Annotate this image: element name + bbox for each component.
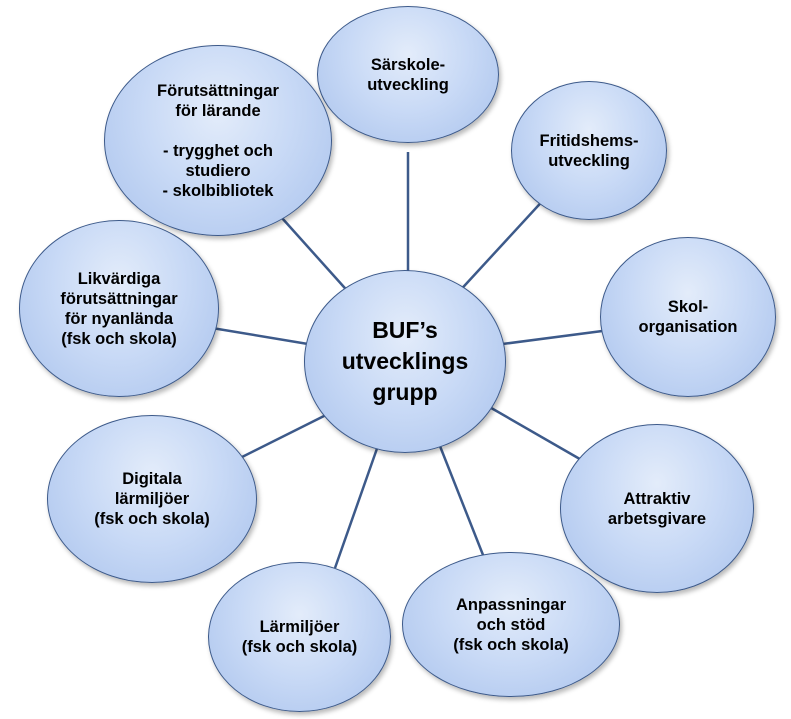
node-label-anpassningar: Anpassningar och stöd (fsk och skola) [453,595,569,654]
node-likvardiga: Likvärdiga förutsättningar för nyanlända… [19,220,219,397]
connector-larmiljoer [333,439,382,569]
center-node: BUF’s utvecklings grupp [304,270,506,453]
node-label-larmiljoer: Lärmiljöer (fsk och skola) [241,618,358,656]
node-larmiljoer: Lärmiljöer (fsk och skola) [208,562,391,712]
node-label-attraktiv: Attraktiv arbetsgivare [607,489,707,528]
node-fritidshem: Fritidshems- utveckling [511,81,667,220]
node-label-fritidshem: Fritidshems- utveckling [539,131,639,170]
node-label-likvardiga: Likvärdiga förutsättningar för nyanlända… [60,269,178,348]
connector-skolorganisation [494,328,611,347]
connector-attraktiv [485,403,586,464]
node-skolorganisation: Skol- organisation [600,237,776,397]
node-label-sarskole: Särskole- utveckling [367,55,449,94]
node-label-digitala: Digitala lärmiljöer (fsk och skola) [94,470,210,528]
connector-digitala [231,410,333,464]
node-label-skolorganisation: Skol- organisation [638,298,738,336]
connector-likvardiga [211,326,321,348]
center-node-label: BUF’s utvecklings grupp [341,317,469,405]
node-anpassningar: Anpassningar och stöd (fsk och skola) [402,552,620,697]
node-label-forutsattningar: Förutsättningar för lärande - trygghet o… [157,81,279,200]
connector-fritidshem [454,194,549,297]
node-sarskole: Särskole- utveckling [317,6,499,143]
node-digitala: Digitala lärmiljöer (fsk och skola) [47,415,257,583]
connector-forutsattningar [281,217,353,297]
connector-anpassningar [434,435,487,561]
node-forutsattningar: Förutsättningar för lärande - trygghet o… [104,45,332,236]
node-attraktiv: Attraktiv arbetsgivare [560,424,754,593]
